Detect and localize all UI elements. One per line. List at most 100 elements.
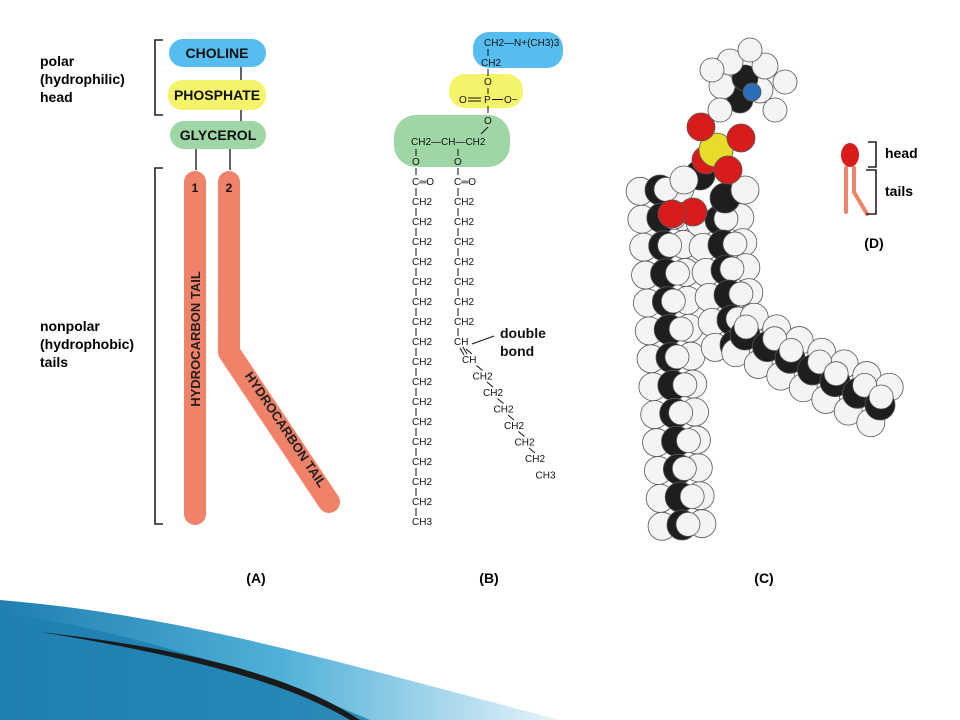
chain1-unit: CH2 <box>412 397 432 408</box>
oxygen-atom <box>713 155 743 185</box>
hydrogen-atom <box>668 316 694 342</box>
chain2-bent-unit: CH2 <box>494 405 514 416</box>
chain1-unit: CH2 <box>412 337 432 348</box>
chain2-unit: CH <box>454 337 468 348</box>
phosphate-label: PHOSPHATE <box>174 87 260 103</box>
phosphate-pill <box>168 80 266 110</box>
chain2-bent-unit: CH3 <box>536 471 556 482</box>
panel-c-space-filling-model: (C) <box>625 37 904 586</box>
tail-2-number: 2 <box>226 181 233 195</box>
carbonyl-right: C═O <box>454 177 476 188</box>
chain1-unit: CH2 <box>412 497 432 508</box>
hydrogen-atom <box>728 281 754 307</box>
glycerol-background <box>394 115 510 167</box>
hydrogen-atom <box>733 314 759 340</box>
head-bracket <box>154 39 163 116</box>
phosphate-o-bottom: O <box>484 116 492 127</box>
hydrogen-atom <box>660 288 686 314</box>
panel-d: head tails (D) <box>841 141 918 251</box>
glycerol-formula: CH2—CH—CH2 <box>411 137 486 148</box>
bent-tails-icon <box>844 166 869 216</box>
chain2-unit: CH2 <box>454 217 474 228</box>
chain1-unit: CH2 <box>412 257 432 268</box>
hydrogen-atom <box>672 372 698 398</box>
panel-a-label: (A) <box>246 570 265 586</box>
phosphate-p: P <box>484 95 491 106</box>
panel-b-label: (B) <box>479 570 498 586</box>
phosphate-o-top: O <box>484 77 492 88</box>
chain2-bent-unit: CH2 <box>515 438 535 449</box>
ester-o-left: O <box>412 157 420 168</box>
phosphate-o-right: O− <box>504 95 518 106</box>
hydrogen-atom <box>722 231 748 257</box>
hydrogen-atom <box>751 52 779 80</box>
panel-d-label: (D) <box>864 235 883 251</box>
head-group-label-line3: head <box>40 89 73 105</box>
oxygen-atom <box>726 123 756 153</box>
chain2-bent-unit: CH2 <box>473 372 493 383</box>
chain1-unit: CH2 <box>412 317 432 328</box>
phosphate-o-left: O <box>459 95 467 106</box>
fatty-acid-chain-2: CH2CH2CH2CH2CH2CH2CH2CHCHCH2CH2CH2CH2CH2… <box>454 188 556 482</box>
panel-a: polar (hydrophilic) head nonpolar (hydro… <box>40 39 340 586</box>
panel-c-label: (C) <box>754 570 773 586</box>
chain1-unit: CH3 <box>412 517 432 528</box>
hydrogen-atom <box>671 456 697 481</box>
choline-formula: CH2—N+(CH3)3 <box>484 38 560 49</box>
chain1-unit: CH2 <box>412 377 432 388</box>
chain1-unit: CH2 <box>412 297 432 308</box>
phosphate-background <box>449 74 523 108</box>
hydrogen-atom <box>823 361 849 387</box>
panel-d-tails-label: tails <box>885 183 913 199</box>
hydrogen-atom <box>665 260 690 286</box>
chain2-unit: CH2 <box>454 237 474 248</box>
hydrogen-atom <box>772 69 798 95</box>
panel-b: CH2—N+(CH3)3 CH2 O O P O− O CH2—CH—CH2 O… <box>394 32 563 586</box>
ester-o-right: O <box>454 157 462 168</box>
oxygen-atom <box>686 112 716 142</box>
hydrogen-atom <box>707 97 733 123</box>
red-circle-head-icon <box>841 143 859 167</box>
oxygen-atom <box>657 199 687 229</box>
chain1-unit: CH2 <box>412 217 432 228</box>
hydrogen-atom <box>657 232 683 258</box>
choline-pill <box>169 39 266 67</box>
double-bond-label-line1: double <box>500 325 546 341</box>
head-group-label-line2: (hydrophilic) <box>40 71 125 87</box>
glycerol-pill <box>170 121 266 149</box>
choline-label: CHOLINE <box>186 45 249 61</box>
hydrogen-atom <box>668 400 694 426</box>
hydrogen-atom <box>669 165 699 195</box>
chain1-unit: CH2 <box>412 417 432 428</box>
chain2-unit: CH2 <box>454 277 474 288</box>
double-bond-label-line2: bond <box>500 343 534 359</box>
hydrocarbon-tail-2 <box>218 171 340 513</box>
hydrogen-atom <box>868 384 894 410</box>
hydrogen-atom <box>730 175 760 205</box>
chain2-bent-unit: CH2 <box>483 388 503 399</box>
tail-group-label-line2: (hydrophobic) <box>40 336 134 352</box>
glycerol-label: GLYCEROL <box>180 127 257 143</box>
hydrogen-atom <box>778 337 804 363</box>
tail-group-label-line3: tails <box>40 354 68 370</box>
carbonyl-left: C═O <box>412 177 434 188</box>
footer-swoosh <box>0 600 560 720</box>
hydrogen-atom <box>699 57 725 83</box>
fatty-acid-chain-1: CH2CH2CH2CH2CH2CH2CH2CH2CH2CH2CH2CH2CH2C… <box>412 188 432 528</box>
chain1-unit: CH2 <box>412 477 432 488</box>
tail-1-number: 1 <box>192 181 199 195</box>
chain1-unit: CH2 <box>412 277 432 288</box>
hydrogen-atom <box>719 256 745 282</box>
head-group-label-line1: polar <box>40 53 75 69</box>
hydrogen-atom <box>675 512 701 537</box>
tail-group-label-line1: nonpolar <box>40 318 100 334</box>
chain1-unit: CH2 <box>412 197 432 208</box>
hydrogen-atom <box>664 344 690 370</box>
chain2-bent-unit: CH2 <box>525 454 545 465</box>
chain1-unit: CH2 <box>412 437 432 448</box>
tail-bracket <box>154 167 163 525</box>
chain1-unit: CH2 <box>412 457 432 468</box>
chain2-unit: CH2 <box>454 297 474 308</box>
chain2-bent-unit: CH <box>462 355 476 366</box>
